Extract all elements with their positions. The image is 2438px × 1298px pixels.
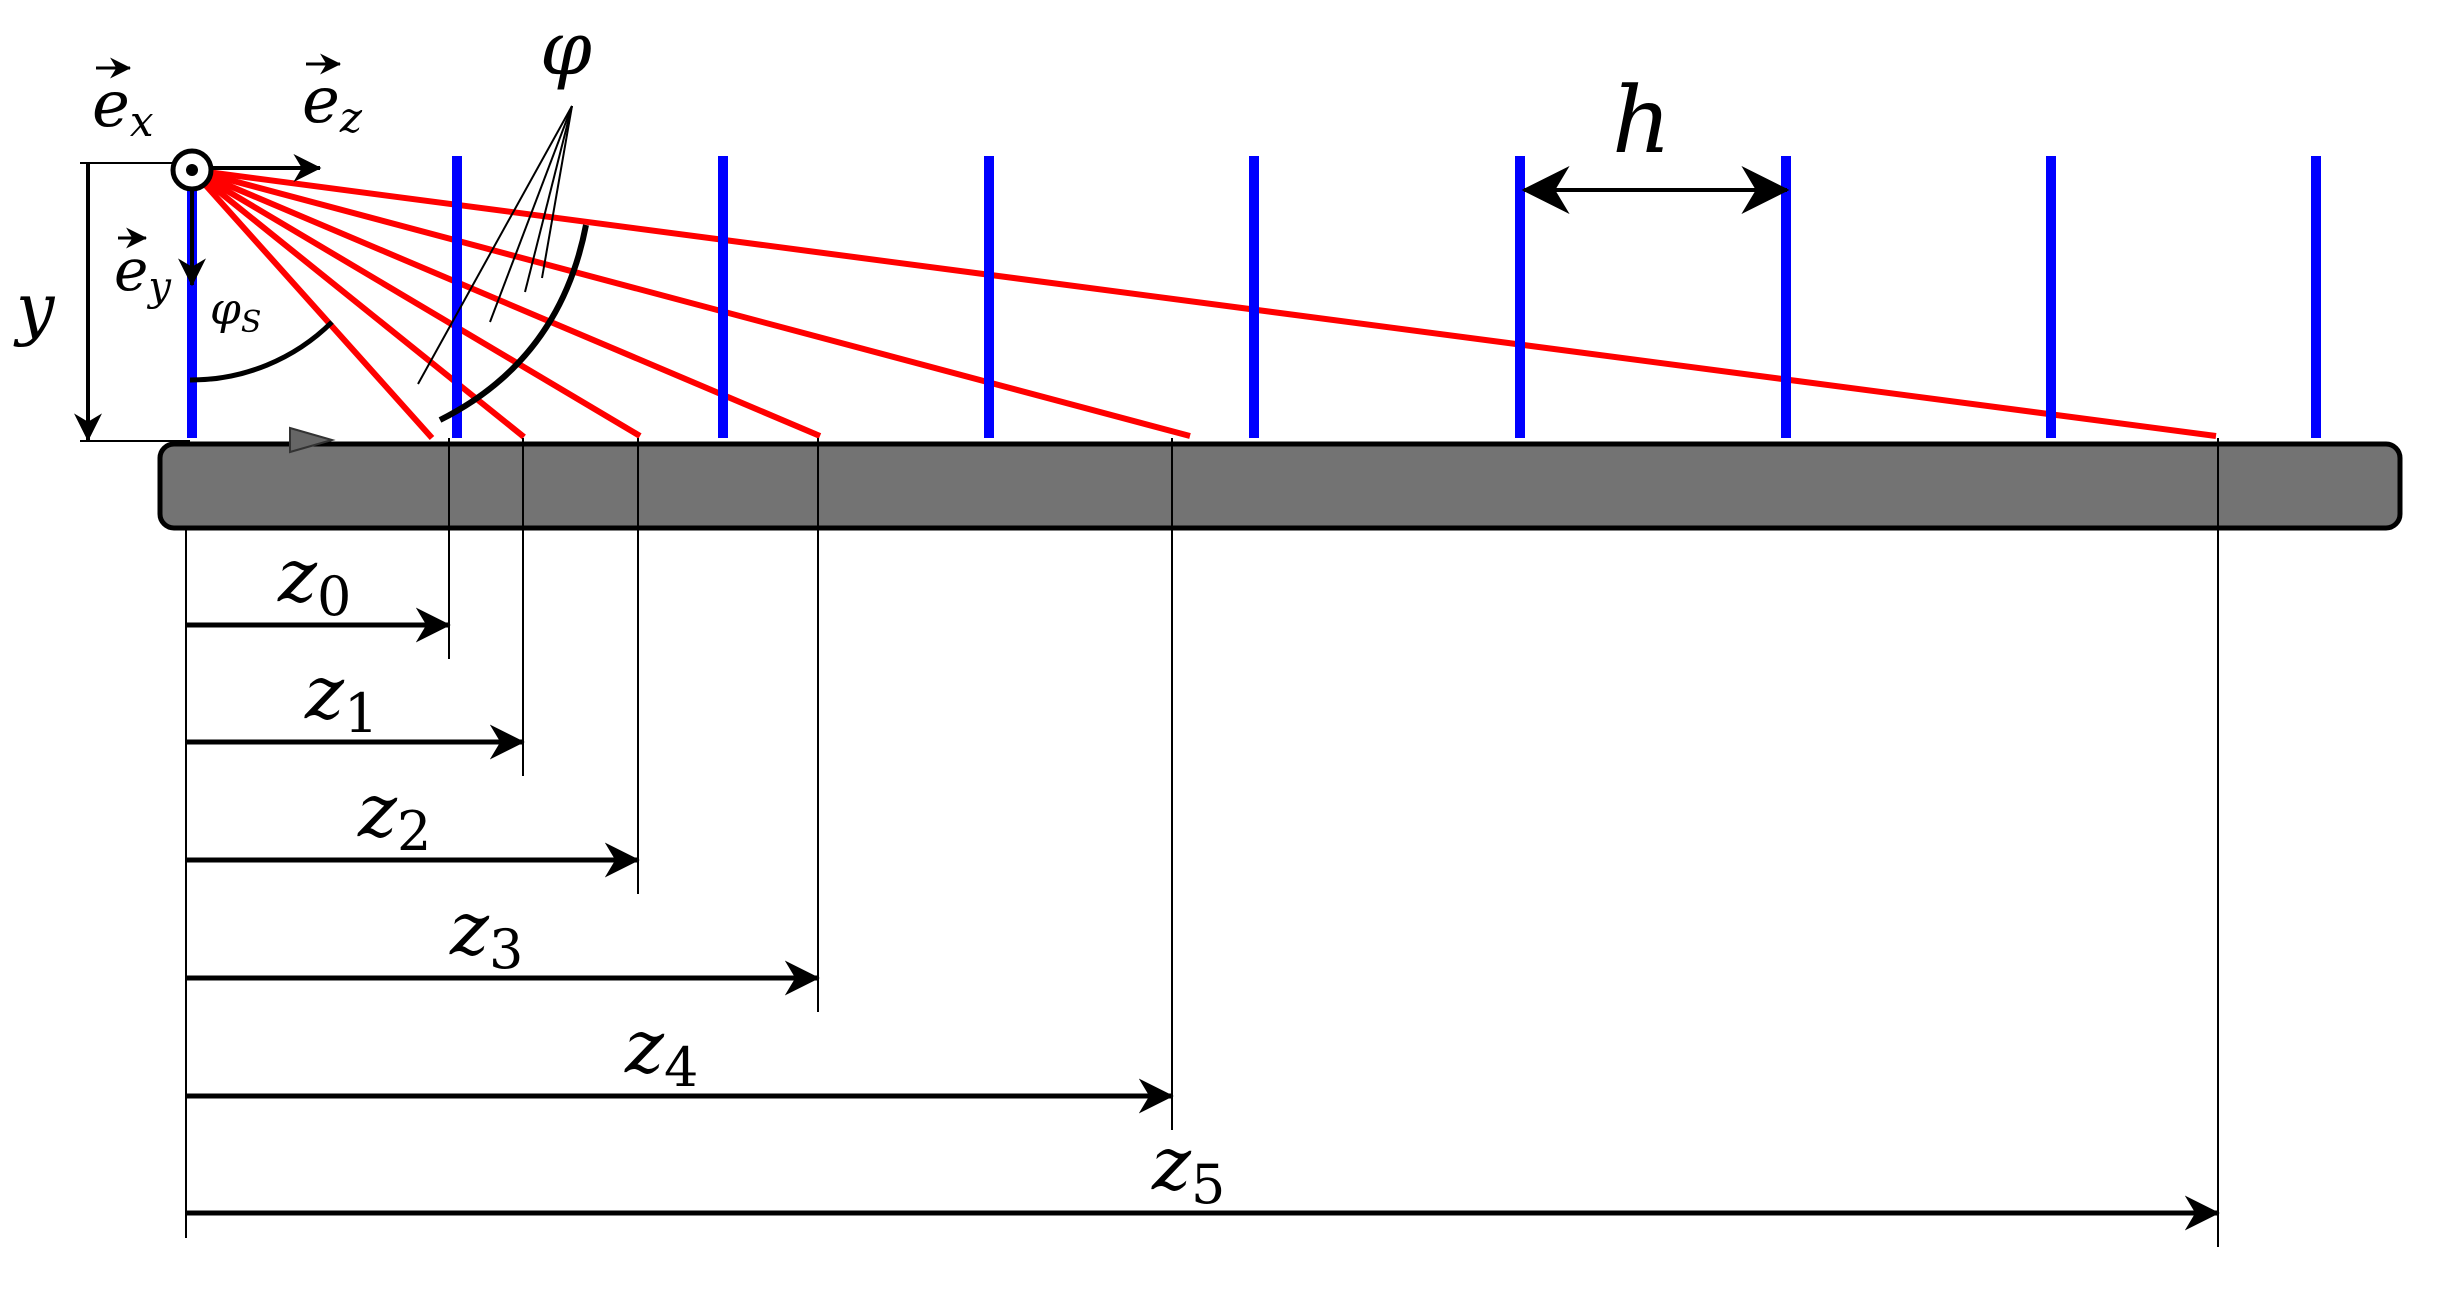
label-z3: z3 [449,886,523,981]
label-z0: z0 [277,533,351,628]
phi-leader [417,105,573,385]
plate-group [187,156,2321,438]
ground-slab [157,426,2403,531]
label-ey: ey [114,236,172,310]
ground-direction-arrow [289,426,336,454]
label-ex: ex [92,68,154,146]
ray-group [189,167,2217,441]
phi-leader [524,105,573,293]
label-z5: z5 [1151,1121,1225,1216]
ray-line [190,167,526,440]
label-z2: z2 [357,768,431,863]
label-phi-s: φS [210,284,261,340]
height-dimension [74,162,190,442]
ray-line [189,167,435,441]
label-y: y [13,270,56,349]
label-ez: ez [302,64,363,142]
phi-s-arc [189,320,334,383]
label-phi: φ [540,6,592,92]
ray-line [190,167,822,439]
label-z4: z4 [624,1004,698,1099]
phi-leader [541,105,573,279]
ray-line [191,167,2217,439]
phi-leader [489,105,573,323]
phi-arc [438,224,589,423]
label-z1: z1 [304,650,378,745]
angle-marks [189,105,589,423]
label-h: h [1612,67,1671,174]
ray-line [190,167,642,439]
labels: ex ez ey y φ φS h [13,6,1671,349]
ray-line [191,167,1191,439]
ground-bar [157,441,2403,531]
coordinate-axes [170,148,322,287]
